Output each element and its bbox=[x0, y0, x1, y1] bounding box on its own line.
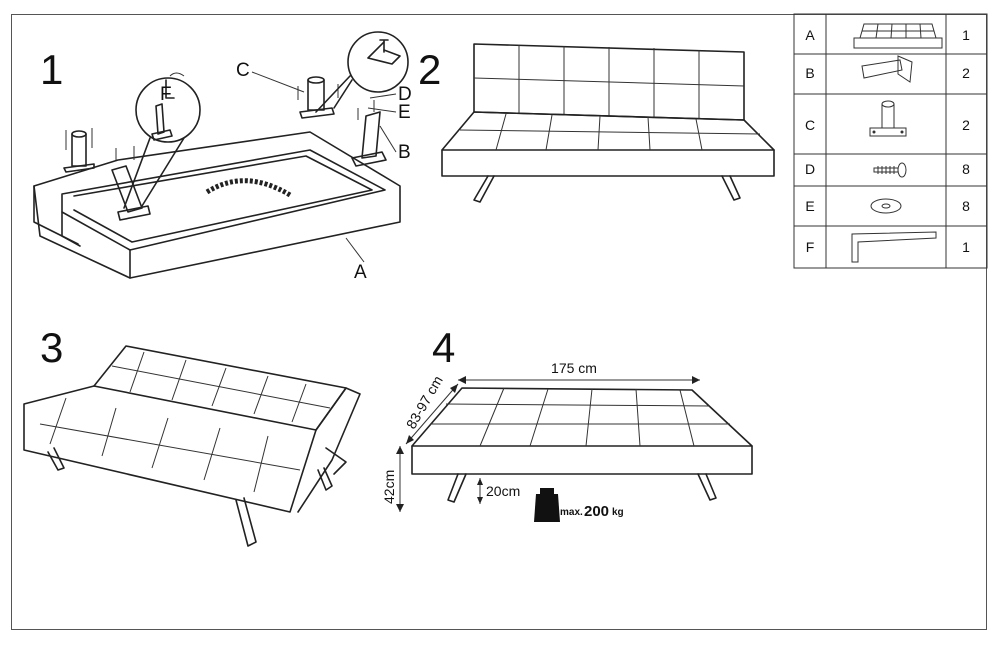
straight-leg-icon bbox=[869, 100, 907, 137]
dimension-leg-height: 20cm bbox=[486, 483, 520, 499]
table-qty-a: 1 bbox=[962, 27, 970, 43]
table-letter-a: A bbox=[805, 27, 815, 43]
mounted-legs bbox=[63, 76, 387, 221]
table-qty-f: 1 bbox=[962, 239, 970, 255]
sofa-icon bbox=[853, 23, 943, 49]
sofa-base-upside-down bbox=[33, 131, 401, 279]
label-c: C bbox=[236, 60, 250, 81]
max-load-prefix: max. bbox=[560, 507, 583, 518]
table-letter-e: E bbox=[805, 198, 814, 214]
dimension-height: 42cm bbox=[381, 470, 397, 504]
screw-icon bbox=[873, 162, 907, 178]
step-3-panel: 3 bbox=[23, 324, 361, 547]
label-b: B bbox=[398, 142, 411, 163]
step-4-panel: 4 175 cm 83-97 cm 42cm 20cm bbox=[381, 324, 753, 522]
washer-icon bbox=[870, 198, 902, 214]
table-letter-f: F bbox=[806, 239, 815, 255]
zoom-bubble-screws bbox=[315, 31, 409, 113]
sofa-reclining bbox=[23, 345, 361, 547]
step-3-number: 3 bbox=[40, 324, 63, 371]
table-qty-e: 8 bbox=[962, 198, 970, 214]
max-load: max. 200 kg bbox=[560, 503, 624, 520]
instruction-sheet bbox=[11, 14, 987, 630]
weight-icon bbox=[534, 488, 560, 522]
allen-key-icon bbox=[851, 231, 937, 263]
label-a: A bbox=[354, 262, 367, 283]
label-e: E bbox=[398, 102, 411, 123]
table-letter-b: B bbox=[805, 65, 814, 81]
parts-table: A 1 B 2 C 2 D 8 E 8 F 1 bbox=[793, 13, 988, 269]
label-d: D bbox=[398, 84, 412, 105]
zoom-bubble-allen-key: F bbox=[123, 72, 201, 209]
step-1-panel: 1 bbox=[33, 31, 412, 283]
table-qty-d: 8 bbox=[962, 161, 970, 177]
step-4-number: 4 bbox=[432, 324, 455, 371]
sofa-upright bbox=[441, 43, 775, 203]
angled-leg-icon bbox=[861, 55, 913, 83]
table-qty-b: 2 bbox=[962, 65, 970, 81]
max-load-unit: kg bbox=[612, 507, 624, 518]
dimension-width: 175 cm bbox=[551, 360, 597, 376]
step-1-number: 1 bbox=[40, 46, 63, 93]
table-qty-c: 2 bbox=[962, 117, 970, 133]
label-f: F bbox=[160, 84, 172, 105]
step-1-callouts: C D E B A bbox=[236, 60, 412, 283]
sofa-bed-flat bbox=[411, 387, 753, 503]
step-2-panel: 2 bbox=[418, 43, 775, 203]
max-load-value: 200 bbox=[584, 503, 609, 520]
step-2-number: 2 bbox=[418, 46, 441, 93]
table-letter-d: D bbox=[805, 161, 815, 177]
table-letter-c: C bbox=[805, 117, 815, 133]
